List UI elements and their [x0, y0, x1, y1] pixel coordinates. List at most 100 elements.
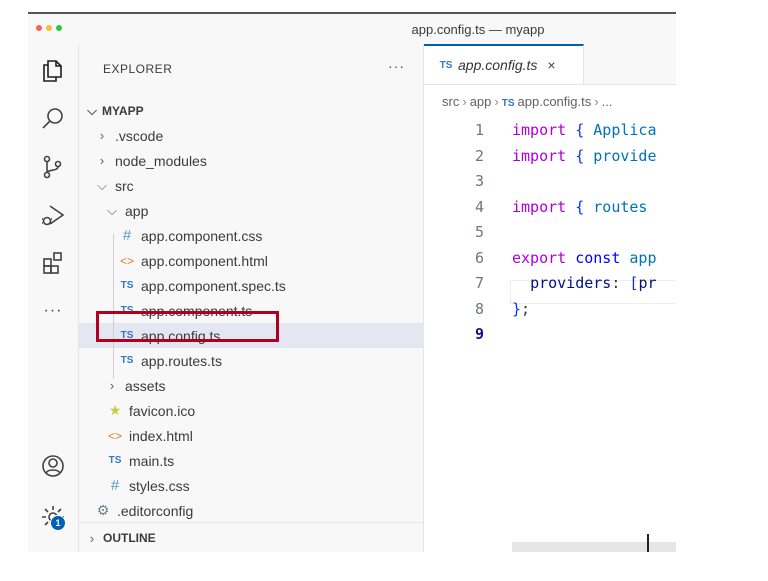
code-token: providers — [530, 274, 612, 292]
line-number: 8 — [474, 299, 484, 318]
code-line[interactable]: 8}; — [424, 297, 676, 323]
tree-item-label: .editorconfig — [117, 502, 194, 519]
typescript-file-icon: TS — [120, 305, 134, 316]
account-icon[interactable] — [36, 449, 70, 483]
tab-label: app.config.ts — [458, 57, 538, 73]
tree-root-label: MYAPP — [102, 103, 144, 118]
breadcrumb-symbol[interactable]: ... — [601, 94, 613, 109]
typescript-file-icon: TS — [108, 455, 122, 466]
tree-item-app-component-css[interactable]: # app.component.css — [79, 223, 463, 248]
code-token: import — [512, 197, 567, 216]
tree-item-app-component-ts[interactable]: TS app.component.ts — [79, 298, 463, 323]
chevron-right-icon: › — [594, 94, 599, 109]
explorer-icon[interactable] — [36, 54, 70, 88]
breadcrumb-app[interactable]: app — [469, 94, 492, 109]
breadcrumb-src[interactable]: src — [442, 94, 460, 109]
chevron-right-icon: › — [462, 94, 467, 109]
code-text: import { routes — [512, 195, 647, 221]
minimize-window-button[interactable] — [46, 25, 52, 31]
tree-item-assets[interactable]: › assets — [79, 373, 449, 398]
css-file-icon: # — [122, 227, 132, 244]
editor-tabs: TS app.config.ts × — [424, 44, 676, 85]
code-token: { — [575, 121, 585, 139]
code-line[interactable]: 3 — [424, 169, 676, 195]
tree-item-app-routes-ts[interactable]: TS app.routes.ts — [79, 348, 463, 373]
manage-badge: 1 — [50, 515, 66, 531]
code-text: import { provide — [512, 144, 657, 170]
line-number: 1 — [474, 121, 484, 139]
explorer-sidebar: EXPLORER ··· ⌵ MYAPP › .vscode › node_mo… — [79, 44, 463, 552]
breadcrumb-file[interactable]: app.config.ts — [517, 94, 592, 109]
typescript-file-icon: TS — [120, 355, 134, 366]
code-token: provide — [593, 146, 657, 165]
code-token — [584, 147, 593, 165]
tree-item-node-modules[interactable]: › node_modules — [79, 148, 439, 173]
code-text: import { Applica — [512, 118, 657, 144]
line-number: 5 — [474, 223, 484, 241]
source-control-icon[interactable] — [36, 150, 70, 184]
chevron-down-icon: ⌵ — [107, 202, 117, 218]
code-token — [584, 121, 593, 139]
code-token: [ — [629, 274, 639, 292]
tree-item-main-ts[interactable]: TS main.ts — [79, 448, 451, 473]
chevron-down-icon: ⌵ — [97, 177, 107, 193]
tree-item-vscode[interactable]: › .vscode — [79, 123, 439, 148]
tree-root-myapp[interactable]: ⌵ MYAPP — [79, 98, 429, 123]
close-icon[interactable]: × — [547, 57, 556, 73]
tab-app-config-ts[interactable]: TS app.config.ts × — [424, 44, 584, 84]
line-number: 7 — [474, 274, 484, 292]
tree-item-label: main.ts — [129, 452, 175, 469]
tree-item-styles-css[interactable]: # styles.css — [79, 473, 451, 498]
title-bar: app.config.ts — myapp — [28, 14, 676, 45]
tree-item-index-html[interactable]: <> index.html — [79, 423, 451, 448]
tree-item-favicon[interactable]: ★ favicon.ico — [79, 398, 451, 423]
outline-panel-header[interactable]: › OUTLINE — [79, 522, 423, 552]
typescript-file-icon: TS — [501, 98, 515, 109]
close-window-button[interactable] — [36, 25, 42, 31]
maximize-window-button[interactable] — [56, 25, 62, 31]
explorer-more-actions[interactable]: ··· — [388, 58, 405, 74]
search-icon[interactable] — [36, 102, 70, 136]
extensions-icon[interactable] — [36, 246, 70, 280]
code-line[interactable]: 1 import { Applica — [424, 118, 676, 144]
tree-item-app-component-spec-ts[interactable]: TS app.component.spec.ts — [79, 273, 463, 298]
tree-item-label: assets — [125, 377, 166, 394]
run-debug-icon[interactable] — [36, 198, 70, 232]
outline-label: OUTLINE — [103, 531, 156, 545]
chevron-right-icon: › — [89, 530, 95, 546]
tree-item-editorconfig[interactable]: ⚙ .editorconfig — [79, 498, 439, 523]
code-text: }; — [512, 297, 530, 323]
code-token: } — [512, 299, 522, 318]
line-number: 9 — [474, 325, 484, 343]
code-line[interactable]: 5 — [424, 220, 676, 246]
tree-item-label: app.component.html — [141, 252, 268, 269]
code-token: pr — [638, 274, 657, 292]
manage-gear-icon[interactable]: 1 — [36, 500, 70, 534]
horizontal-scrollbar[interactable] — [512, 542, 676, 552]
tree-item-app-component-html[interactable]: <> app.component.html — [79, 248, 463, 273]
more-icon[interactable]: ··· — [43, 302, 63, 319]
code-token: ; — [521, 299, 531, 318]
code-token — [566, 121, 575, 139]
code-token — [566, 249, 575, 267]
tree-item-app[interactable]: ⌵ app — [79, 198, 449, 223]
code-line[interactable]: 7 providers: [pr — [424, 271, 676, 297]
chevron-right-icon: › — [494, 94, 499, 109]
tree-item-label: app.component.css — [141, 227, 263, 244]
tree-item-label: .vscode — [115, 127, 164, 144]
code-token — [512, 274, 530, 292]
tree-item-label: favicon.ico — [129, 402, 196, 419]
code-token: { — [575, 146, 585, 165]
line-number: 6 — [474, 248, 484, 267]
typescript-file-icon: TS — [120, 330, 134, 341]
tree-item-src[interactable]: ⌵ src — [79, 173, 439, 198]
code-line[interactable]: 9 — [424, 322, 676, 348]
code-token — [584, 198, 593, 216]
line-number: 3 — [474, 172, 484, 190]
chevron-right-icon: › — [99, 128, 105, 143]
